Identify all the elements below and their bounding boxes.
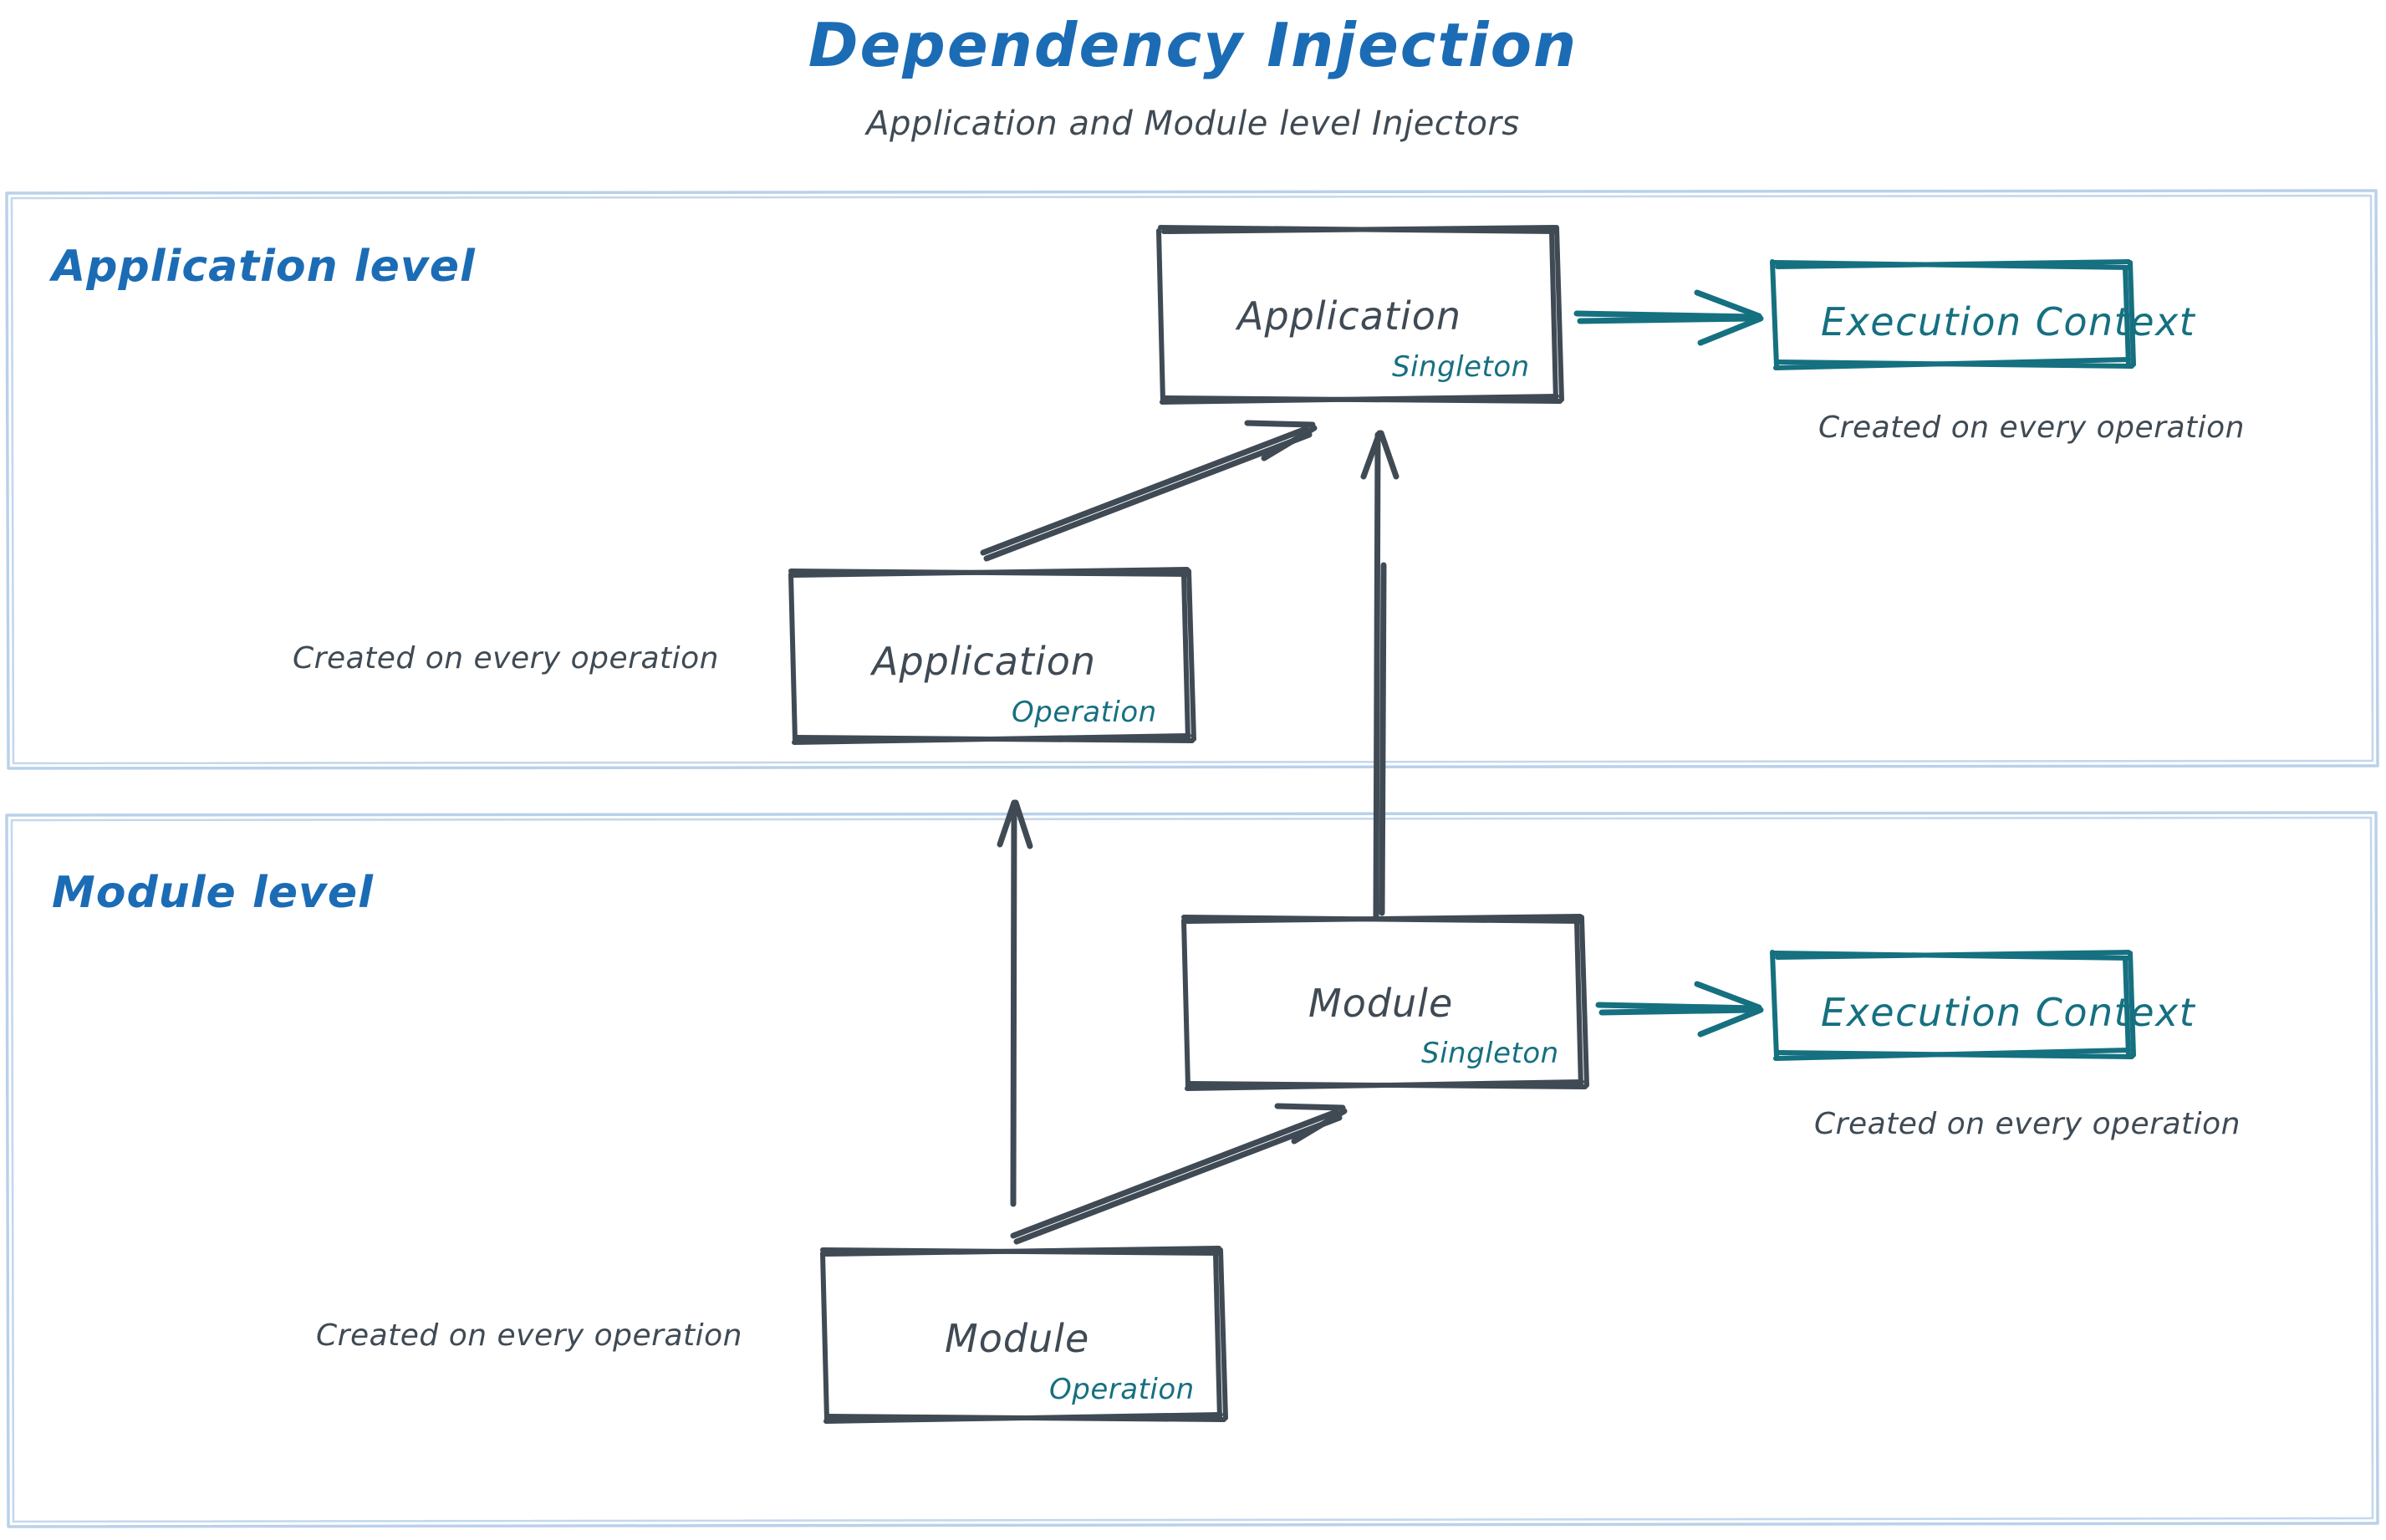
note-execution-context-module: Created on every operation <box>1814 1107 2241 1141</box>
page-title: Dependency Injection <box>808 10 1578 80</box>
node-title-execution-context-module: Execution Context <box>1821 990 2196 1035</box>
node-title-module-singleton: Module <box>1308 981 1454 1026</box>
container-label-application-level: Application level <box>52 242 476 292</box>
edge-app-singleton-to-execution-context <box>1573 289 1764 346</box>
edge-module-singleton-to-execution-context <box>1595 981 1764 1038</box>
note-module-operation: Created on every operation <box>316 1318 742 1353</box>
node-title-execution-context-application: Execution Context <box>1821 299 2196 344</box>
node-scope-module-singleton: Singleton <box>1421 1037 1559 1070</box>
edge-module-singleton-to-app-singleton <box>1360 430 1399 921</box>
container-module-level <box>5 811 2379 1528</box>
edge-module-operation-to-module-singleton <box>1010 1103 1348 1245</box>
node-title-application-operation: Application <box>872 639 1097 684</box>
node-title-module-operation: Module <box>945 1316 1090 1361</box>
node-scope-module-operation: Operation <box>1049 1373 1195 1406</box>
edge-module-operation-to-app-operation <box>997 799 1033 1207</box>
note-execution-context-application: Created on every operation <box>1818 410 2245 445</box>
node-scope-application-singleton: Singleton <box>1392 350 1530 384</box>
node-title-application-singleton: Application <box>1237 293 1462 339</box>
note-application-operation: Created on every operation <box>293 641 719 676</box>
edge-app-operation-to-app-singleton <box>980 420 1318 562</box>
node-scope-application-operation: Operation <box>1012 696 1157 729</box>
page-subtitle: Application and Module level Injectors <box>866 105 1520 143</box>
container-label-module-level: Module level <box>52 868 374 918</box>
